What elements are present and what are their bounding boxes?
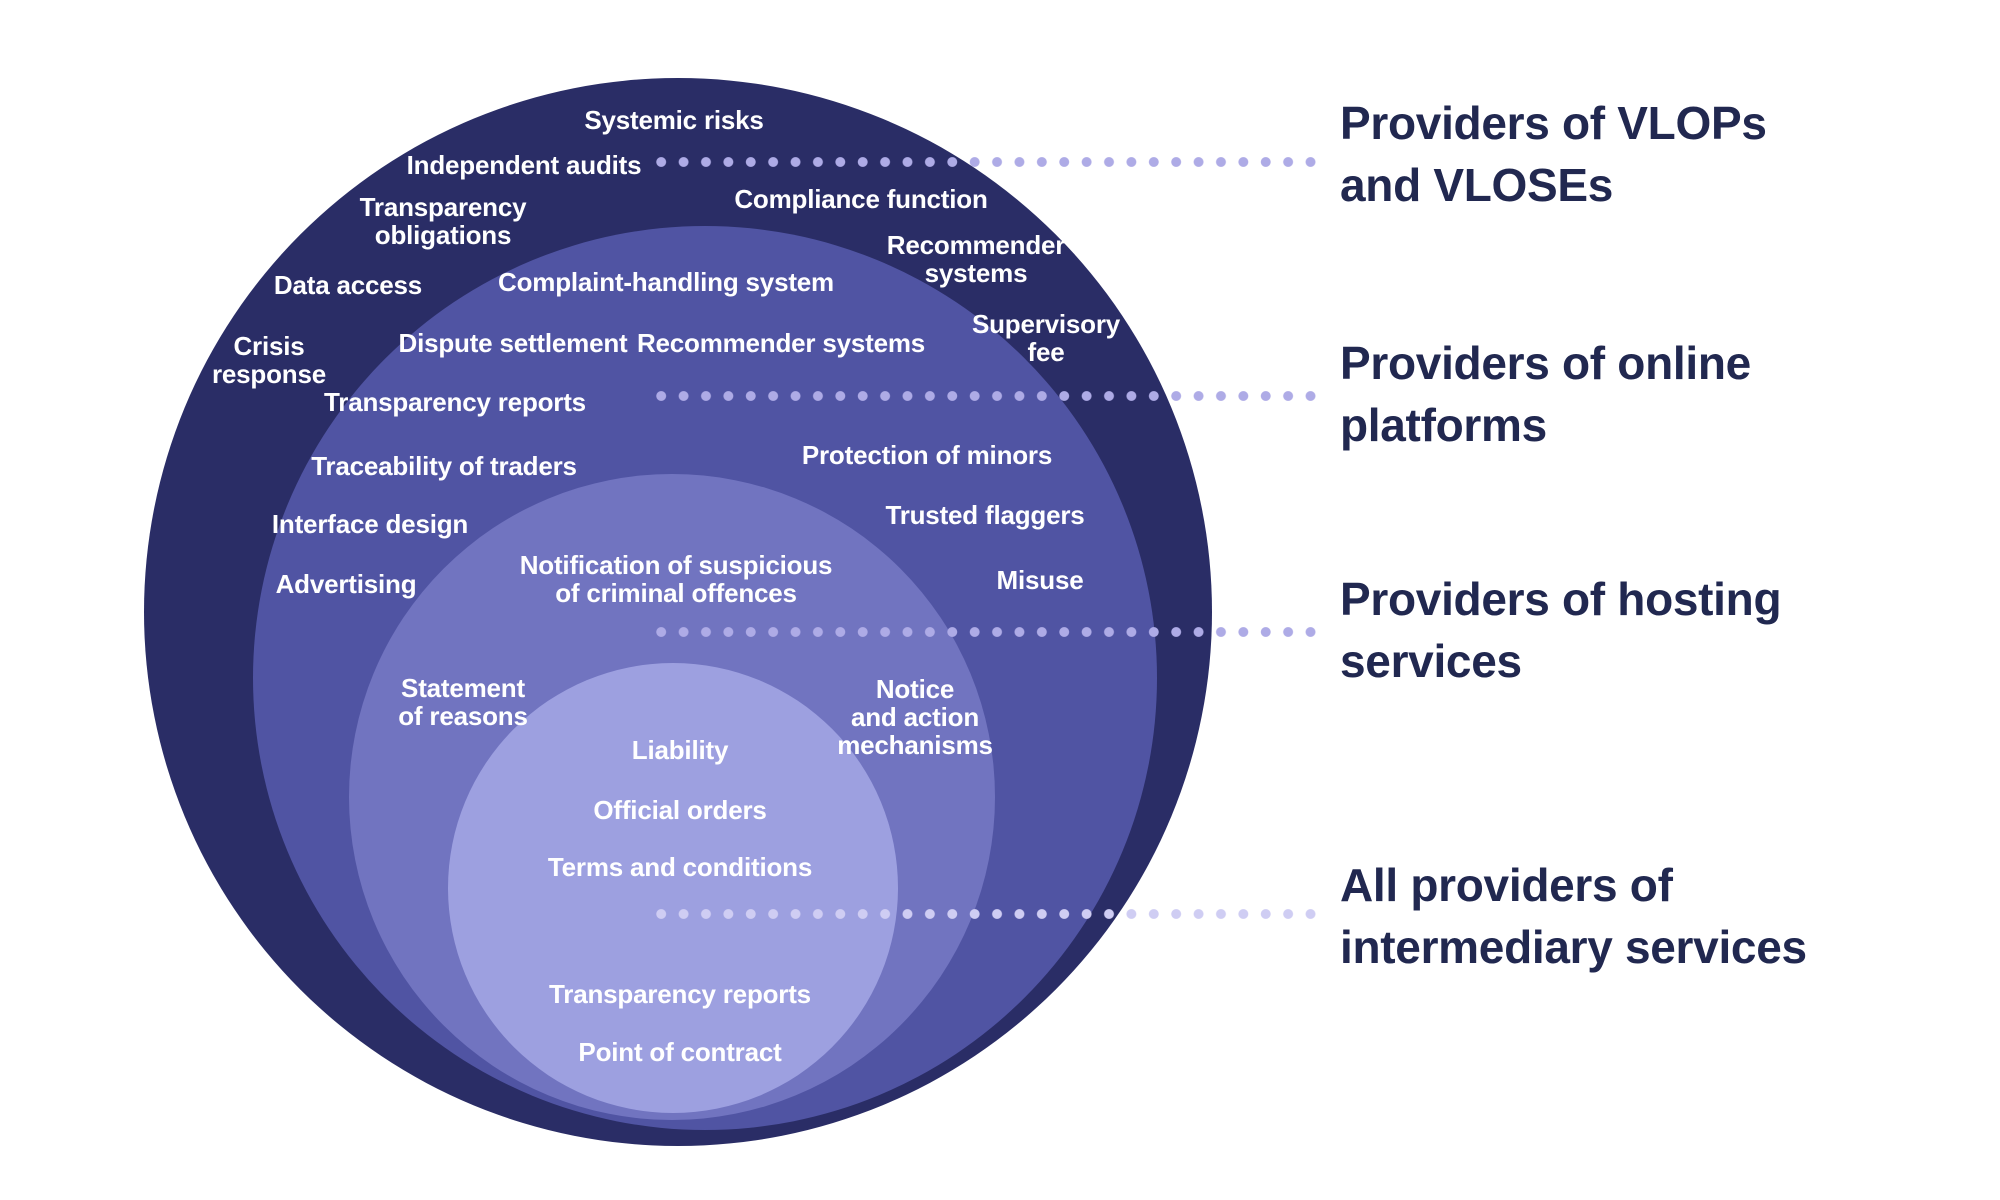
item-independent-audits: Independent audits	[406, 150, 642, 180]
item-liability: Liability	[631, 735, 729, 765]
item-supervisory-fee: Supervisory fee	[971, 309, 1121, 367]
item-protection-of-minors: Protection of minors	[801, 440, 1053, 470]
item-transparency-obligations: Transparency obligations	[359, 192, 527, 250]
item-terms-and-conditions: Terms and conditions	[547, 852, 813, 882]
item-crisis-response: Crisis response	[211, 331, 327, 389]
item-dispute-settlement: Dispute settlement	[398, 328, 628, 358]
label-intermediary-services: All providers of intermediary services	[1340, 859, 1807, 973]
item-misuse: Misuse	[996, 565, 1084, 595]
item-systemic-risks: Systemic risks	[584, 105, 764, 135]
item-point-of-contract: Point of contract	[578, 1037, 782, 1067]
item-traceability-of-traders: Traceability of traders	[311, 451, 577, 481]
dotted-line-online-platforms	[650, 390, 1320, 402]
item-compliance-function: Compliance function	[734, 184, 988, 214]
item-statement-of-reasons: Statement of reasons	[398, 673, 528, 731]
dotted-line-vlops	[650, 156, 1320, 168]
label-vlops-vloses: Providers of VLOPs and VLOSEs	[1340, 97, 1767, 211]
item-transparency-reports-intermediary: Transparency reports	[549, 979, 811, 1009]
ring-intermediary-services	[448, 663, 898, 1113]
item-notification-suspicious: Notification of suspicious of criminal o…	[519, 550, 833, 608]
item-data-access: Data access	[273, 270, 423, 300]
item-transparency-reports-platforms: Transparency reports	[324, 387, 586, 417]
item-notice-and-action: Notice and action mechanisms	[837, 674, 993, 760]
item-interface-design: Interface design	[271, 509, 469, 539]
dotted-line-hosting	[650, 626, 1320, 638]
dotted-line-intermediary	[650, 908, 1320, 920]
item-complaint-handling: Complaint-handling system	[498, 267, 834, 297]
item-trusted-flaggers: Trusted flaggers	[885, 500, 1085, 530]
item-recommender-systems-vlops: Recommender systems	[886, 230, 1066, 288]
item-advertising: Advertising	[275, 569, 417, 599]
label-hosting-services: Providers of hosting services	[1340, 573, 1782, 687]
item-recommender-systems-platforms: Recommender systems	[636, 328, 926, 358]
label-online-platforms: Providers of online platforms	[1340, 337, 1751, 451]
item-official-orders: Official orders	[593, 795, 767, 825]
